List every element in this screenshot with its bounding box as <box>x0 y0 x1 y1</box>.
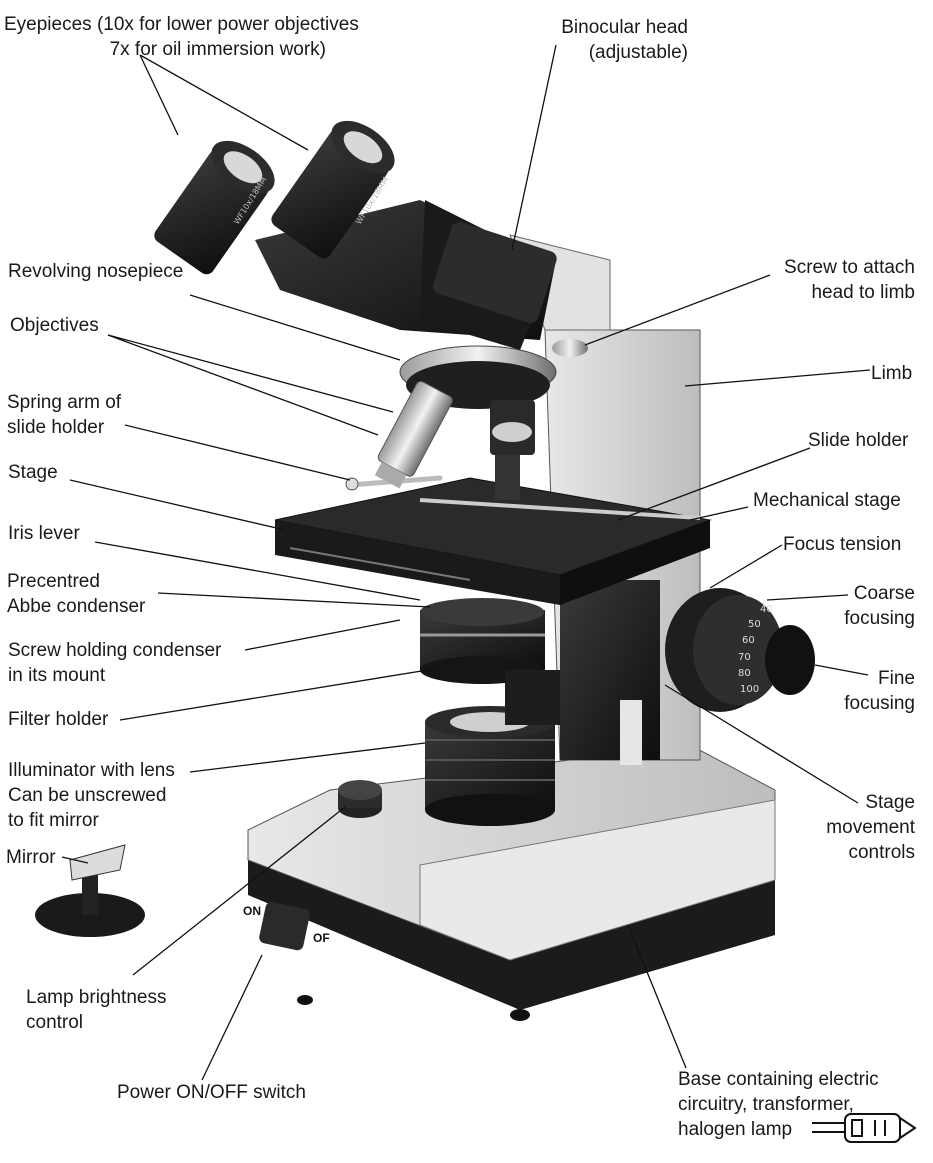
fine-focus-knob[interactable] <box>765 625 815 695</box>
dial-tick-label: 50 <box>748 619 761 630</box>
dial-tick-label: 80 <box>738 668 751 679</box>
coarse-focus-knob[interactable]: 40 50 60 70 80 100 <box>665 588 783 712</box>
label-coarse-focusing: Coarse focusing <box>844 583 915 629</box>
label-iris-lever: Iris lever <box>8 523 80 544</box>
dial-tick-label: 100 <box>740 684 759 695</box>
condenser <box>420 598 565 725</box>
label-slide-holder: Slide holder <box>808 430 909 451</box>
dial-tick-label: 40 <box>760 604 773 615</box>
switch-off-marking: OF <box>313 931 330 945</box>
label-screw-attach-head: Screw to attach head to limb <box>784 257 915 303</box>
label-power-switch: Power ON/OFF switch <box>117 1082 306 1103</box>
label-mirror: Mirror <box>6 847 56 868</box>
power-switch[interactable]: ON OF <box>243 901 330 951</box>
stage <box>274 477 712 605</box>
label-stage-movement: Stage movement controls <box>826 792 915 863</box>
label-filter-holder: Filter holder <box>8 709 109 730</box>
label-lamp-brightness: Lamp brightness control <box>26 987 167 1033</box>
label-limb: Limb <box>871 363 913 384</box>
lamp-brightness-knob[interactable] <box>338 780 382 818</box>
label-abbe-condenser: Precentred Abbe condenser <box>7 571 146 617</box>
label-eyepieces: Eyepieces (10x for lower power objective… <box>4 14 359 60</box>
label-focus-tension: Focus tension <box>783 534 902 555</box>
halogen-lamp-icon <box>812 1113 917 1143</box>
label-mechanical-stage: Mechanical stage <box>753 490 901 511</box>
objectives <box>374 380 535 500</box>
label-objectives: Objectives <box>10 315 99 336</box>
label-stage: Stage <box>8 462 58 483</box>
switch-on-marking: ON <box>243 904 261 918</box>
label-illuminator: Illuminator with lens Can be unscrewed t… <box>8 760 175 831</box>
dial-tick-label: 70 <box>738 652 751 663</box>
label-revolving-nosepiece: Revolving nosepiece <box>8 261 184 282</box>
label-base: Base containing electric circuitry, tran… <box>678 1069 879 1140</box>
label-binocular-head: Binocular head (adjustable) <box>561 17 688 63</box>
label-screw-condenser: Screw holding condenser in its mount <box>8 640 222 686</box>
label-fine-focusing: Fine focusing <box>844 668 915 714</box>
leader-lines <box>61 44 871 1081</box>
focus-block <box>560 580 660 765</box>
dial-tick-label: 60 <box>742 635 755 646</box>
label-spring-arm: Spring arm of slide holder <box>7 392 122 438</box>
mirror <box>35 844 145 937</box>
eyepiece-left: WF10x/18MM <box>154 140 275 275</box>
